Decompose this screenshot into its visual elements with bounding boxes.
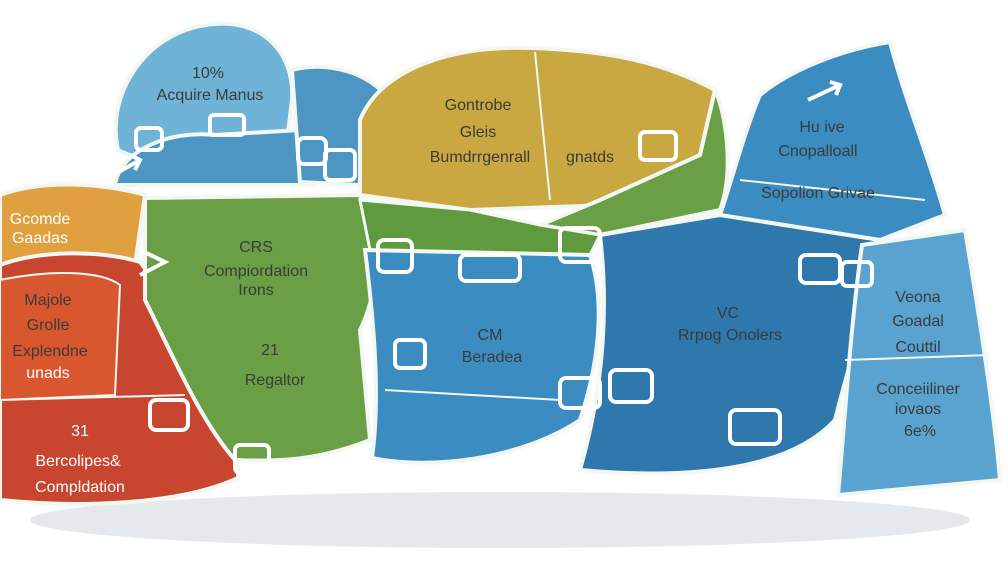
top-right-line3: Sopolion Grivae bbox=[761, 185, 875, 202]
left-red-bottom-line1: Bercolipes& bbox=[35, 453, 121, 470]
left-red-line3: Explendne bbox=[12, 343, 88, 360]
arrow-icon bbox=[139, 248, 170, 277]
left-red-bottom-line2: Compldation bbox=[35, 479, 125, 496]
connector-icon bbox=[323, 148, 357, 182]
region-blue-center bbox=[362, 247, 601, 465]
connector-icon bbox=[458, 253, 522, 283]
left-red-line2: Grolle bbox=[27, 317, 70, 334]
far-right-line2: Goadal bbox=[892, 313, 944, 330]
connector-icon bbox=[134, 126, 164, 152]
green-line1: Compiordation bbox=[204, 263, 308, 280]
left-orange-line2: Gaadas bbox=[12, 230, 68, 247]
blue-center-title: CM bbox=[478, 327, 503, 344]
blue-right-line1: Rrpog Onolers bbox=[678, 327, 782, 344]
connector-icon bbox=[208, 113, 246, 137]
connector-icon bbox=[638, 130, 678, 162]
green-title: CRS bbox=[239, 239, 273, 256]
region-left-orange bbox=[0, 182, 148, 267]
arrow-icon bbox=[107, 153, 143, 180]
top-right-line1: Hu ive bbox=[799, 119, 844, 136]
far-right-line6: 6e% bbox=[904, 423, 936, 440]
connector-icon bbox=[148, 398, 190, 432]
mustard-line2: Gleis bbox=[460, 124, 496, 141]
connector-icon bbox=[558, 226, 602, 264]
blue-center-line1: Beradea bbox=[462, 349, 523, 366]
far-right-line5: iovaos bbox=[895, 401, 941, 418]
far-right-line3: Couttil bbox=[895, 339, 940, 356]
left-red-line1: Majole bbox=[24, 292, 71, 309]
connector-icon bbox=[728, 408, 782, 446]
left-red-value: 31 bbox=[71, 423, 89, 440]
connector-icon bbox=[558, 376, 602, 410]
mustard-line1: Gontrobe bbox=[445, 97, 512, 114]
left-red-line4: unads bbox=[26, 365, 70, 382]
connector-icon bbox=[233, 443, 271, 475]
blue-right-title: VC bbox=[717, 305, 739, 322]
green-line2: Irons bbox=[238, 282, 274, 299]
arrow-icon bbox=[807, 80, 843, 102]
connector-icons bbox=[107, 80, 874, 475]
far-right-line1: Veona bbox=[895, 289, 940, 306]
top-right-line2: Cnopalloall bbox=[778, 143, 857, 160]
connector-icon bbox=[840, 260, 874, 288]
drop-shadow bbox=[30, 492, 970, 548]
top-left-label: Acquire Manus bbox=[157, 87, 264, 104]
left-orange-line1: Gcomde bbox=[10, 211, 71, 228]
mustard-line3: Bumdrrgenrall bbox=[430, 149, 530, 166]
connector-icon bbox=[393, 338, 427, 370]
connector-icon bbox=[608, 368, 654, 404]
mustard-side: gnatds bbox=[566, 149, 614, 166]
region-far-right bbox=[835, 227, 1003, 498]
far-right-line4: Conceiiliner bbox=[876, 381, 960, 398]
connector-icon bbox=[376, 238, 414, 274]
region-mustard-top bbox=[358, 45, 718, 213]
green-value: 21 bbox=[261, 342, 279, 359]
region-top-right bbox=[717, 39, 948, 243]
top-left-value: 10% bbox=[192, 65, 224, 82]
green-line3: Regaltor bbox=[245, 372, 306, 389]
